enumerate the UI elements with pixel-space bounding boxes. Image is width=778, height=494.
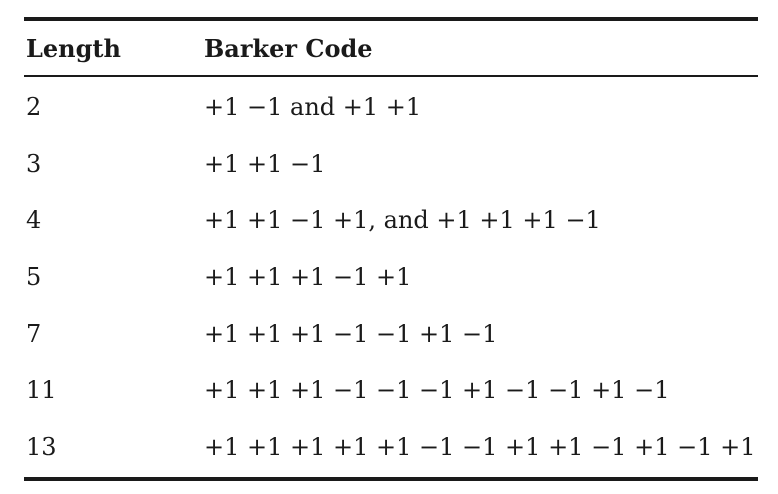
barker-code-table: Length Barker Code 2 +1 −1 and +1 +1 3 +… (24, 17, 758, 482)
table-header-rule (24, 75, 758, 77)
table-row: 3 +1 +1 −1 (24, 136, 758, 193)
cell-length: 4 (26, 206, 42, 235)
cell-length: 11 (26, 376, 57, 405)
table-row: 7 +1 +1 +1 −1 −1 +1 −1 (24, 305, 758, 362)
table-top-rule (24, 17, 758, 21)
cell-barker-code: +1 +1 −1 +1, and +1 +1 +1 −1 (204, 206, 601, 235)
cell-barker-code: +1 +1 +1 +1 +1 −1 −1 +1 +1 −1 +1 −1 +1 (204, 432, 756, 461)
cell-barker-code: +1 −1 and +1 +1 (204, 93, 422, 122)
cell-barker-code: +1 +1 +1 −1 −1 −1 +1 −1 −1 +1 −1 (204, 376, 670, 405)
cell-length: 5 (26, 263, 42, 292)
cell-length: 13 (26, 432, 57, 461)
table-row: 13 +1 +1 +1 +1 +1 −1 −1 +1 +1 −1 +1 −1 +… (24, 419, 758, 476)
cell-barker-code: +1 +1 +1 −1 −1 +1 −1 (204, 319, 498, 348)
cell-barker-code: +1 +1 −1 (204, 149, 326, 178)
header-barker-code: Barker Code (204, 33, 373, 63)
cell-length: 3 (26, 149, 42, 178)
table-row: 4 +1 +1 −1 +1, and +1 +1 +1 −1 (24, 192, 758, 249)
table-row: 5 +1 +1 +1 −1 +1 (24, 249, 758, 306)
cell-length: 7 (26, 319, 42, 348)
table-header-row: Length Barker Code (24, 21, 758, 75)
table-row: 2 +1 −1 and +1 +1 (24, 79, 758, 136)
table-body: 2 +1 −1 and +1 +1 3 +1 +1 −1 4 +1 +1 −1 … (24, 77, 758, 477)
cell-barker-code: +1 +1 +1 −1 +1 (204, 263, 412, 292)
table-row: 11 +1 +1 +1 −1 −1 −1 +1 −1 −1 +1 −1 (24, 362, 758, 419)
table-bottom-rule (24, 477, 758, 482)
header-length: Length (26, 33, 121, 63)
cell-length: 2 (26, 93, 42, 122)
